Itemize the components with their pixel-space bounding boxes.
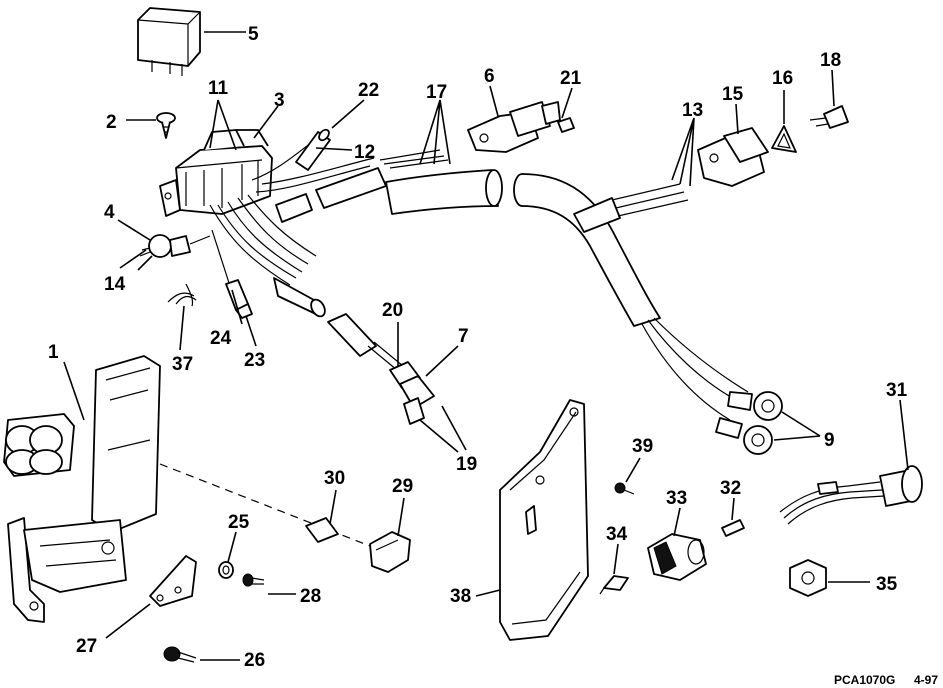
callout-7: 7	[458, 326, 469, 347]
callout-13: 13	[682, 100, 703, 121]
leader-lines	[63, 31, 909, 661]
part-connector-15	[697, 127, 769, 187]
part-boot-33	[647, 533, 707, 581]
part-wire-bundle	[209, 137, 375, 286]
part-lamp-31	[779, 465, 923, 525]
callout-33: 33	[666, 488, 687, 509]
callout-12: 12	[354, 142, 375, 163]
part-harness-tube-right	[513, 173, 689, 327]
part-terminal-block	[159, 129, 273, 217]
callout-30: 30	[324, 468, 345, 489]
callout-14: 14	[104, 274, 126, 295]
callout-11: 11	[208, 78, 229, 99]
part-cover-38	[499, 399, 589, 641]
part-harness-tube-lower	[273, 277, 409, 375]
part-nut-35	[789, 559, 827, 597]
part-ring-terminals	[641, 317, 783, 455]
part-connector-sleeve-22	[295, 128, 331, 171]
part-connector-7	[389, 361, 435, 425]
part-screw-39	[614, 482, 635, 495]
callout-20: 20	[382, 300, 403, 321]
callout-39: 39	[632, 436, 653, 457]
part-screw-26	[163, 646, 197, 663]
part-bracket-1	[3, 355, 161, 623]
part-bullet-connector-23	[211, 229, 253, 319]
figure-code: PCA1070G	[834, 673, 895, 687]
callout-15: 15	[722, 84, 744, 105]
part-pin-34	[599, 575, 629, 595]
callout-27: 27	[76, 636, 97, 657]
callout-1: 1	[48, 342, 59, 363]
callout-24: 24	[210, 328, 232, 349]
callout-23: 23	[244, 350, 265, 371]
part-grommet-16	[771, 125, 797, 153]
part-screw-2	[156, 112, 176, 139]
part-harness-tube-upper	[379, 149, 503, 215]
callout-25: 25	[228, 512, 250, 533]
callout-5: 5	[248, 24, 259, 45]
callout-18: 18	[820, 50, 841, 71]
callout-labels: 1 2 3 4 5 6 7 9 11 12 13 14 15 16 17 18 …	[48, 24, 908, 671]
callout-3: 3	[274, 90, 285, 111]
callout-2: 2	[106, 112, 117, 133]
callout-29: 29	[392, 476, 413, 497]
callout-37: 37	[172, 354, 193, 375]
part-clip-18	[809, 105, 849, 129]
part-screw-28	[242, 573, 265, 587]
part-pin-32	[721, 519, 745, 537]
callout-34: 34	[606, 524, 628, 545]
part-plate-27	[149, 555, 197, 607]
callout-35: 35	[876, 574, 898, 595]
callout-19: 19	[456, 454, 477, 475]
callout-6: 6	[484, 66, 495, 87]
callout-17: 17	[426, 82, 447, 103]
callout-28: 28	[300, 586, 321, 607]
callout-26: 26	[244, 650, 265, 671]
callout-9: 9	[824, 430, 835, 451]
callout-31: 31	[886, 380, 908, 401]
part-plug-6	[467, 101, 575, 153]
callout-21: 21	[560, 68, 582, 89]
callout-38: 38	[450, 586, 471, 607]
part-sensor-4	[139, 234, 211, 258]
part-fuse-30	[305, 517, 339, 543]
part-fuse-holder-29	[369, 531, 411, 573]
part-relay	[137, 7, 201, 76]
callout-22: 22	[358, 80, 379, 101]
part-washer-25	[218, 561, 234, 579]
callout-16: 16	[772, 68, 793, 89]
callout-32: 32	[720, 478, 741, 499]
part-clip-37	[167, 283, 197, 307]
figure-date: 4-97	[914, 673, 938, 687]
callout-4: 4	[104, 202, 115, 223]
